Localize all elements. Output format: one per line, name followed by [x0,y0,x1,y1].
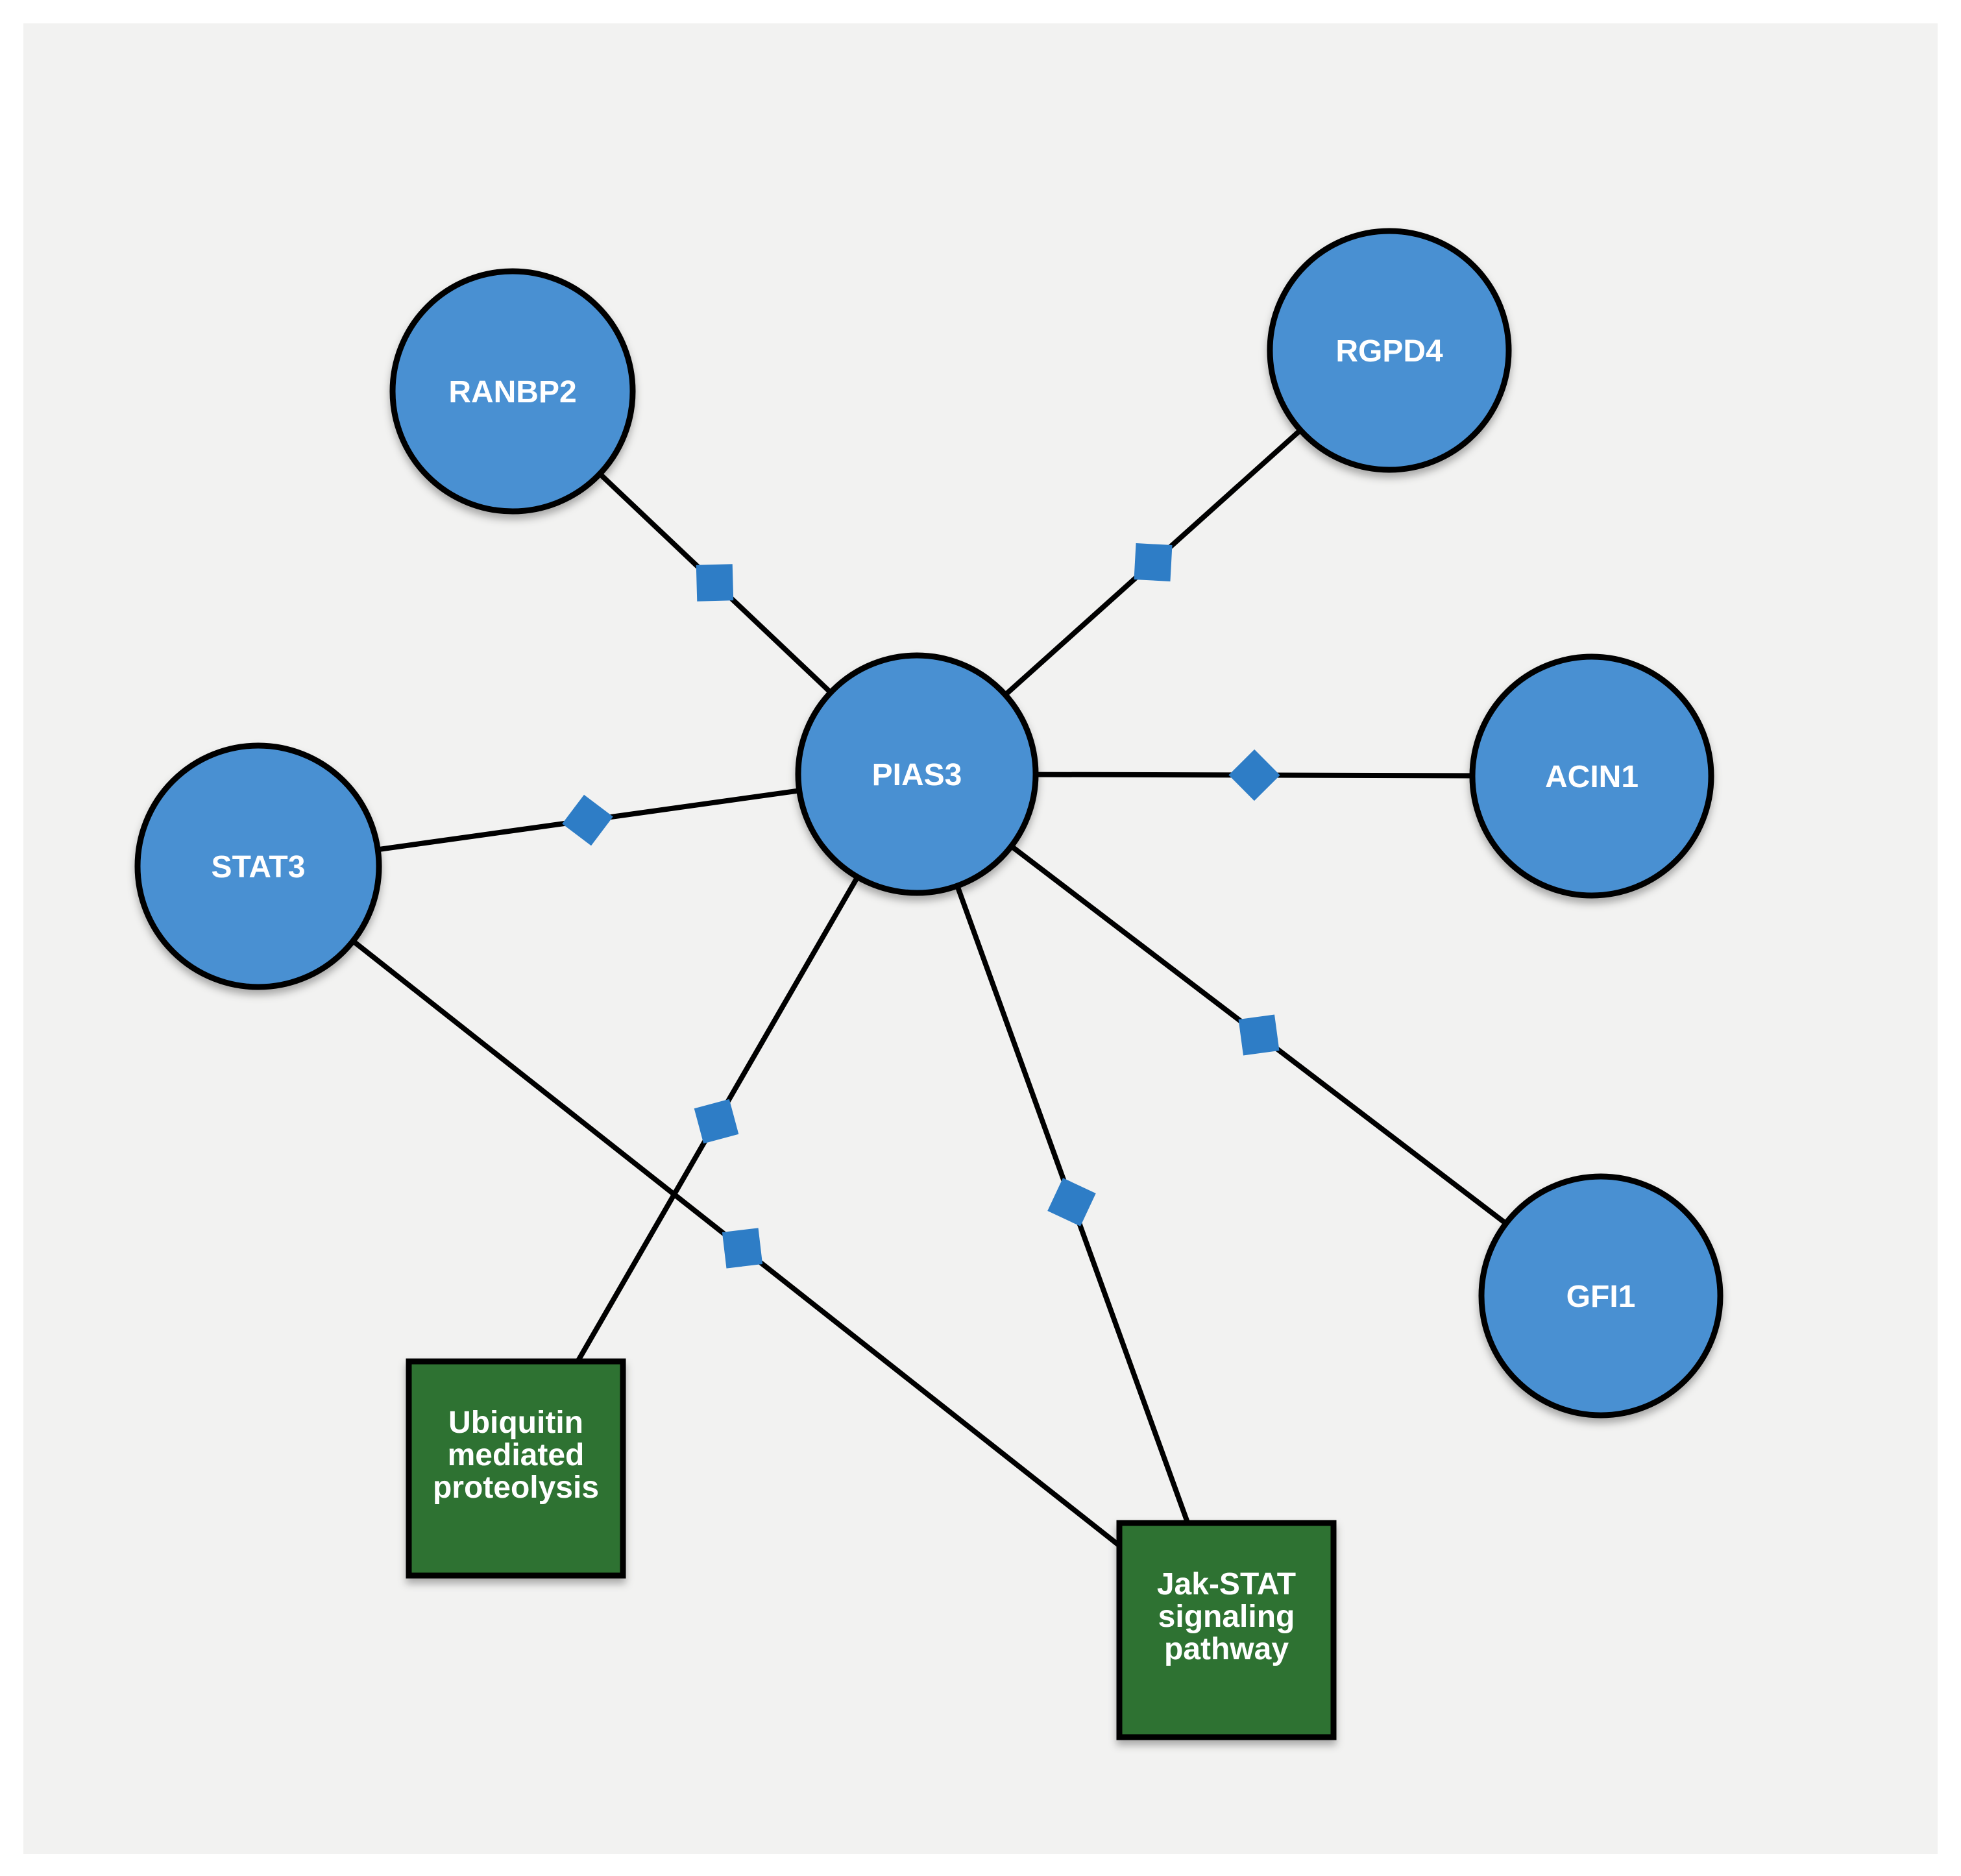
node-pias3[interactable]: PIAS3 [795,652,1039,896]
rgpd4-circle[interactable] [1267,228,1512,473]
stat3-circle[interactable] [134,742,382,990]
jak-stat-signaling-pathway-square[interactable] [1116,1520,1337,1740]
edge-marker-stat3-jak-stat-signaling-pathway[interactable] [722,1228,763,1269]
node-ranbp2[interactable]: RANBP2 [389,268,636,515]
edge-marker-pias3-rgpd4[interactable] [1134,543,1173,581]
ubiquitin-mediated-proteolysis-square[interactable] [406,1358,626,1579]
acin1-circle[interactable] [1469,653,1714,899]
node-acin1[interactable]: ACIN1 [1469,653,1714,899]
node-gfi1[interactable]: GFI1 [1478,1173,1723,1419]
node-stat3[interactable]: STAT3 [134,742,382,990]
ranbp2-circle[interactable] [389,268,636,515]
edge-marker-pias3-ubiquitin-mediated-proteolysis[interactable] [694,1099,739,1144]
edge-marker-pias3-jak-stat-signaling-pathway[interactable] [1047,1178,1096,1226]
edge-marker-pias3-gfi1[interactable] [1238,1014,1280,1056]
edge-marker-pias3-acin1[interactable] [1228,749,1280,801]
node-rgpd4[interactable]: RGPD4 [1267,228,1512,473]
gfi1-circle[interactable] [1478,1173,1723,1419]
pias3-circle[interactable] [795,652,1039,896]
edge-markers-layer [562,543,1280,1269]
edge-marker-pias3-ranbp2[interactable] [696,564,734,602]
edge-marker-stat3-pias3[interactable] [562,794,613,846]
